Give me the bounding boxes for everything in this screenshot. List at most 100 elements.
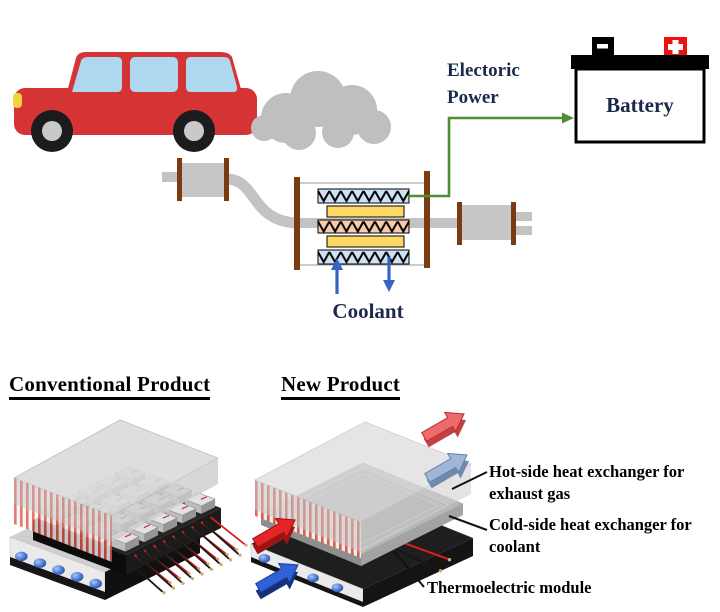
coolant-channel-hole [331, 583, 344, 593]
te-module-right-face [163, 517, 178, 533]
black-wire [202, 522, 240, 555]
black-wire [164, 541, 202, 574]
hot-in-arrow [252, 517, 296, 548]
exhaust-cloud-icon [251, 71, 391, 150]
coolant-arrow-in-head [331, 258, 343, 270]
hot-fin-strip-zigzag [318, 220, 409, 233]
black-wire [136, 555, 173, 588]
battery-top-bar [571, 55, 709, 69]
new-top-slab-right-face [361, 464, 471, 552]
wire-tip [190, 577, 195, 581]
car-headlight [13, 93, 22, 108]
cold-side-callout-line [448, 515, 488, 531]
car-icon [13, 52, 259, 152]
coolant-arrows [331, 257, 395, 294]
top-diagram [13, 37, 709, 294]
muffler-rear-post-left [457, 202, 462, 245]
new-product-illustration [250, 411, 473, 607]
callout-lines [393, 471, 488, 588]
new-flow-arrows [252, 411, 469, 600]
te-module-wire-mark [181, 505, 189, 510]
coolant-channel-hole [258, 553, 271, 563]
power-wire [408, 112, 574, 198]
conv-module-plate-right-face [126, 508, 221, 575]
teg-unit [294, 171, 462, 270]
black-wire [145, 550, 183, 584]
te-module-black-wire-tip [438, 569, 443, 573]
te-module-right-face [182, 508, 197, 524]
coolant-label: Coolant [332, 299, 404, 323]
black-wire [183, 531, 221, 565]
coolant-fin-strip-bottom-zigzag [318, 250, 409, 264]
muffler-rear-body [461, 205, 512, 240]
te-module-wire-mark [143, 524, 151, 529]
muffler-front-post-left [177, 158, 182, 201]
te-module-bar-bottom [326, 235, 405, 248]
te-module-left-face [184, 499, 202, 514]
wire-tip [219, 562, 223, 567]
te-module-wire-mark [200, 496, 208, 500]
car-wheel-front-hub [42, 121, 62, 141]
te-module-left-face [165, 509, 183, 524]
conv-coolant-holes [15, 551, 102, 589]
black-wire [155, 545, 192, 579]
black-wire [193, 527, 230, 560]
battery-icon [571, 37, 709, 144]
wire-tip [181, 581, 185, 585]
te-module-bar-top [326, 205, 405, 218]
muffler-rear-post-right [511, 202, 516, 245]
car-window-middle [130, 57, 178, 92]
conventional-product-illustration [9, 419, 248, 600]
coolant-channel-hole [52, 565, 65, 575]
tailpipe-upper [516, 212, 532, 221]
black-wire [174, 536, 211, 569]
exhaust-system [162, 158, 301, 229]
new-coolant-holes [258, 553, 344, 593]
power-wire-arrowhead [562, 112, 574, 124]
coolant-channel-hole [307, 573, 319, 583]
teg-post-left [294, 177, 300, 270]
new-top-slab-left-face [255, 480, 361, 552]
conv-module-wires [126, 516, 248, 595]
battery-label: Battery [606, 93, 674, 117]
car-window-rear [186, 57, 238, 92]
cold-side-callout-label: Cold-side heat exchanger for coolant [489, 515, 692, 557]
te-module-callout-label: Thermoelectric module [427, 578, 592, 597]
black-wire [126, 560, 164, 593]
te-module-left-face [127, 527, 145, 543]
te-module-right-face [144, 527, 159, 543]
new-cold-plate-right-face [363, 538, 473, 607]
wire-tip [171, 586, 176, 590]
cold-out-arrow [424, 452, 468, 483]
new-hot-plate-right-face [361, 504, 463, 566]
cold-in-arrow [255, 562, 299, 593]
exhaust-pipe-curve [225, 173, 301, 229]
te-module-right-face [125, 536, 140, 552]
hot-out-arrow [421, 411, 465, 442]
wire-tip [228, 558, 233, 562]
te-module-red-wire-tip [447, 558, 452, 562]
coolant-channel-hole [70, 572, 84, 582]
conv-fins-on-slab [14, 478, 112, 542]
coolant-channel-hole [33, 558, 47, 568]
exhaust-pipe-stub [162, 172, 182, 182]
coolant-channel-hole [15, 551, 28, 562]
new-product-title: New Product [281, 372, 401, 400]
battery-plus-sign-h [668, 44, 683, 50]
wire-tip [238, 553, 242, 557]
coolant-arrow-out-head [383, 280, 395, 292]
te-module-black-wire [387, 544, 440, 571]
wire-tip [209, 567, 214, 571]
battery-minus-sign [597, 44, 608, 49]
hot-side-callout-line [451, 471, 488, 490]
te-module-callout-line [393, 550, 425, 588]
power-wire-line [408, 116, 563, 198]
red-wire [209, 516, 246, 545]
conv-cold-plate-bottom-band [10, 557, 105, 600]
coolant-channel-hole [89, 578, 102, 589]
rear-muffler [457, 202, 532, 245]
conv-hot-slab-right-face [112, 458, 218, 542]
electric-power-label: Electoric Power [447, 60, 520, 108]
muffler-front-post-right [224, 158, 229, 201]
